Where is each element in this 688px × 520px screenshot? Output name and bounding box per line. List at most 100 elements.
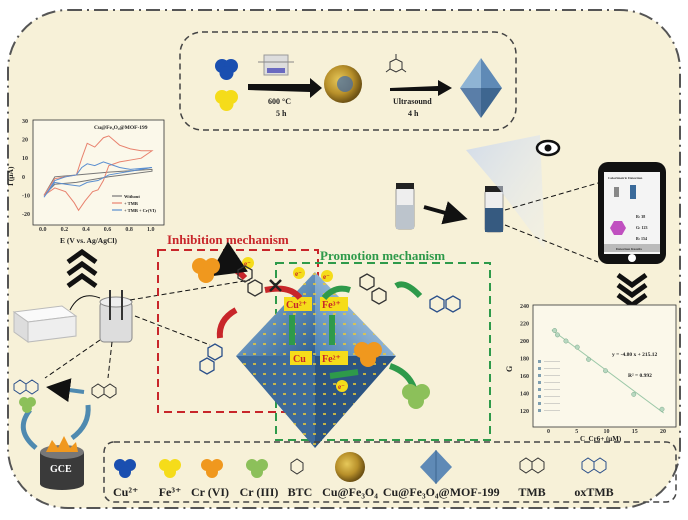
inset-legend-swatch: [538, 374, 541, 377]
inhibition-label: Inhibition mechanism: [167, 232, 289, 247]
y-tick-label: -20: [22, 212, 30, 218]
y-tick-label: -10: [22, 193, 30, 199]
data-point: [659, 406, 665, 412]
y-tick-label: 10: [22, 156, 28, 162]
inset-legend-swatch: [538, 388, 541, 391]
calib-equation: y = -4.80 x + 215.12: [612, 352, 657, 358]
svg-text:Cu: Cu: [293, 354, 306, 365]
leader-line: [107, 341, 113, 379]
cross-icon: [269, 279, 282, 292]
gce-cycle: GCE: [13, 378, 117, 490]
calib-ylabel: G: [505, 366, 514, 372]
data-point: [574, 344, 580, 350]
x-tick-label: 0: [547, 429, 550, 435]
phone-result: Detection Results: [616, 247, 643, 251]
inset-legend-swatch: [538, 402, 541, 405]
calib-r2: R² = 0.992: [628, 373, 652, 379]
y-tick-label: 140: [520, 392, 529, 398]
inset-legend-swatch: [538, 367, 541, 370]
chevron-up-icon: [66, 248, 98, 289]
data-point: [631, 391, 637, 397]
y-tick-label: 0: [22, 175, 25, 181]
leader-line: [134, 315, 211, 346]
gce-label: GCE: [50, 464, 72, 475]
legend-label: + TMB + Cr(VI): [124, 208, 156, 213]
step1-time: 5 h: [276, 109, 287, 118]
legend-oxtmb: oxTMB: [574, 485, 613, 499]
cv-ylabel: I (μA): [6, 166, 15, 186]
data-point: [563, 338, 569, 344]
x-tick-label: 0.2: [61, 227, 69, 233]
vial-icon: [395, 183, 415, 230]
phone-r: R: 38: [636, 214, 645, 219]
phone-g: G: 123: [636, 225, 647, 230]
light-beam: [466, 135, 545, 250]
svg-text:Fe³⁺: Fe³⁺: [322, 300, 341, 311]
legend-btc: BTC: [288, 485, 313, 499]
electrochemical-cell-icon: [99, 290, 133, 343]
cv-xlabel: E (V vs. Ag/AgCl): [60, 236, 117, 245]
oxtmb-molecule-icon: [199, 295, 461, 375]
smartphone: Colorimetric Detection R: 38 G: 123 B: 1…: [598, 162, 666, 264]
step2-method: Ultrasound: [393, 97, 432, 106]
leader-line: [504, 182, 599, 211]
tube-furnace-icon: [258, 54, 294, 76]
data-point: [586, 356, 591, 362]
leader-line: [129, 279, 251, 301]
fe-ion-cluster-icon: [215, 90, 238, 111]
series-line: [43, 168, 153, 196]
svg-text:Cu²⁺: Cu²⁺: [286, 300, 307, 311]
step1-temp: 600 °C: [268, 97, 291, 106]
legend-panel: Cu²⁺ Fe³⁺ Cr (VI) Cr (III) BTC Cu@Fe₃O₄ …: [103, 441, 677, 503]
inset-legend-swatch: [538, 409, 541, 412]
y-tick-label: 180: [520, 357, 529, 363]
y-tick-label: 220: [520, 322, 529, 328]
background-frame: [7, 9, 681, 509]
svg-text:e⁻: e⁻: [323, 273, 330, 281]
legend-cr3: Cr (III): [240, 485, 279, 499]
legend-label: Without: [124, 194, 140, 199]
gce-electrode-icon: GCE: [40, 436, 84, 490]
cr6-cluster-icon: [354, 342, 382, 367]
legend-cu-fe3o4: Cu@Fe₃O₄: [322, 485, 378, 499]
mof-octahedron-icon: [460, 58, 502, 118]
x-tick-label: 0.8: [125, 227, 132, 233]
arrow-step1: [248, 78, 322, 98]
phone-b: B: 154: [636, 236, 647, 241]
tmb-molecule-icon: [91, 383, 117, 399]
x-tick-label: 0.4: [82, 227, 90, 233]
color-wheel-icon: [610, 221, 626, 235]
y-tick-label: 240: [520, 304, 529, 310]
data-point: [555, 332, 560, 338]
btc-molecule-icon: [385, 54, 407, 73]
arrow-step2: [390, 80, 452, 96]
cr6-cluster-icon: [192, 258, 220, 283]
svg-text:e⁻: e⁻: [295, 270, 302, 278]
x-tick-label: 0.6: [104, 227, 112, 233]
synthesis-panel: 600 °C 5 h Ultrasound 4 h: [179, 31, 517, 131]
x-tick-label: 15: [632, 429, 638, 435]
arrow-icon: [46, 378, 85, 403]
y-tick-label: 200: [520, 339, 529, 345]
electrochemical-workstation-icon: [12, 295, 101, 343]
x-tick-label: 5: [575, 429, 578, 435]
legend-cr6: Cr (VI): [191, 485, 229, 499]
step2-time: 4 h: [408, 109, 419, 118]
inset-legend-swatch: [538, 360, 541, 363]
x-tick-label: 20: [660, 429, 666, 435]
cv-title: Cu@Fe₃O₄@MOF-199: [94, 125, 148, 131]
data-point: [552, 328, 558, 333]
tmb-molecule-icon: [237, 265, 387, 305]
data-point: [603, 368, 608, 374]
x-tick-label: 1.0: [147, 227, 155, 233]
phone-title: Colorimetric Detection: [608, 176, 642, 180]
x-tick-label: 0.0: [39, 227, 47, 233]
y-tick-label: 160: [520, 374, 529, 380]
x-tick-label: 10: [604, 429, 610, 435]
svg-text:Fe²⁺: Fe²⁺: [322, 354, 341, 365]
legend-mof: Cu@Fe₃O₄@MOF-199: [383, 485, 500, 499]
svg-text:e⁻: e⁻: [338, 383, 345, 391]
inset-legend-swatch: [538, 381, 541, 384]
